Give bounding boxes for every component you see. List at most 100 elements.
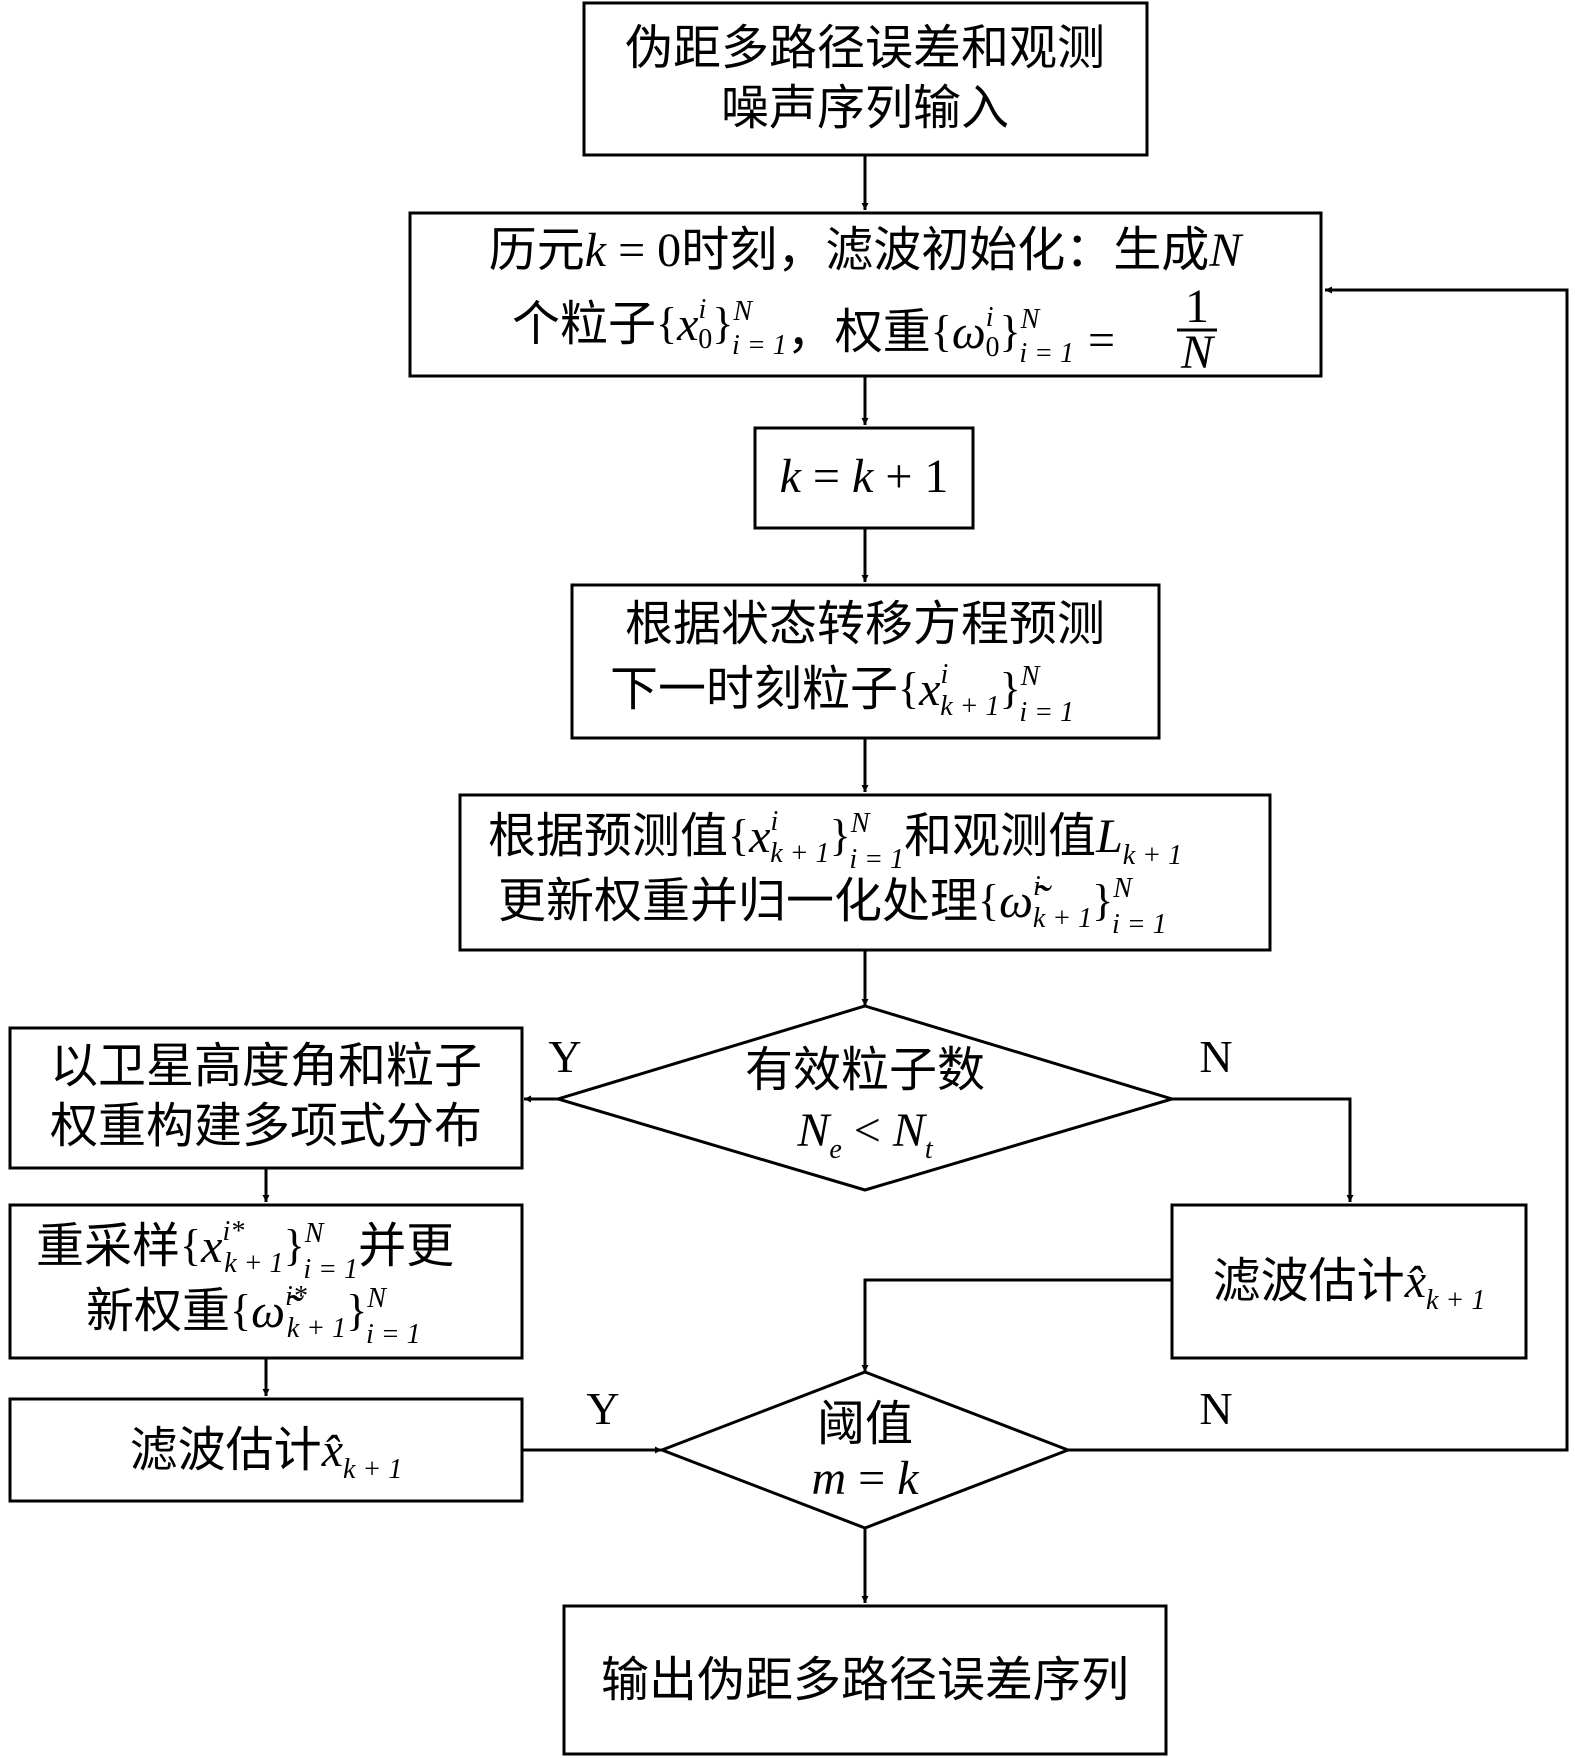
estimate-left-label: 滤波估计: [130, 1424, 322, 1477]
input-line-1: 伪距多路径误差和观测: [625, 22, 1105, 75]
init-line-1: 历元k = 0时刻，滤波初始化：生成N: [489, 224, 1244, 277]
update-text-predicted: 根据预测值: [488, 810, 728, 863]
decision1-line-2: Ne < Nt: [796, 1104, 934, 1165]
init-sup-N: N: [732, 296, 753, 327]
resample-text-and: 并更: [358, 1220, 454, 1273]
node-increment: k = k + 1: [753, 426, 975, 530]
multinomial-line-2: 权重构建多项式分布: [50, 1100, 482, 1153]
resample-text-new-weight: 新权重: [86, 1285, 230, 1338]
resample-omega-sup-istar: i*: [285, 1281, 307, 1312]
predict-sup-i: i: [940, 659, 948, 690]
resample-omega-sub-i1: i = 1: [366, 1319, 421, 1350]
input-line-2: 噪声序列输入: [721, 82, 1009, 135]
predict-sub-k1: k + 1: [940, 691, 999, 722]
node-output: 输出伪距多路径误差序列: [562, 1604, 1168, 1756]
multinomial-line-1: 以卫星高度角和粒子: [50, 1040, 482, 1093]
init-omega-sup-N: N: [1020, 304, 1041, 335]
decision1-sub-e: e: [829, 1134, 841, 1165]
update-sup-i: i: [770, 806, 778, 837]
node-decision2: 阈值 m = k: [657, 1370, 1073, 1530]
decision2-var-m: m: [811, 1452, 846, 1505]
update-omega-sup-i: i: [1033, 871, 1041, 902]
init-text-epoch: 历元: [489, 224, 585, 277]
update-L-sub: k + 1: [1123, 840, 1182, 871]
predict-var-x: x: [918, 663, 940, 716]
predict-text-next: 下一时刻粒子: [610, 663, 898, 716]
init-text-particles: 个粒子: [512, 298, 656, 351]
decision1-lt: <: [842, 1104, 893, 1157]
estimate-right-sub: k + 1: [1426, 1285, 1485, 1316]
update-text-normalize: 更新权重并归一化处理: [498, 875, 978, 928]
init-sub-0: 0: [698, 324, 712, 355]
resample-sub-i1: i = 1: [303, 1254, 358, 1285]
decision1-line-1: 有效粒子数: [745, 1044, 985, 1097]
node-multinomial: 以卫星高度角和粒子 权重构建多项式分布: [8, 1026, 524, 1170]
increment-eq: =: [801, 450, 852, 503]
label-decision2-no: N: [1199, 1383, 1232, 1434]
init-omega-sub-i1: i = 1: [1019, 338, 1074, 369]
decision2-var-k: k: [897, 1452, 920, 1505]
estimate-right-label: 滤波估计: [1213, 1255, 1405, 1308]
increment-plus-one: + 1: [873, 450, 948, 503]
init-text-weight: ，权重: [787, 306, 931, 359]
estimate-left-text: 滤波估计x̂k + 1: [130, 1424, 403, 1485]
edge-decision1-no-to-estimate-right: [1172, 1097, 1354, 1202]
predict-sup-N: N: [1020, 661, 1041, 692]
node-decision1: 有效粒子数 Ne < Nt: [552, 1004, 1178, 1192]
init-frac-den: N: [1180, 326, 1216, 379]
init-omega-sub-0: 0: [986, 332, 1000, 363]
estimate-right-var-xhat: x̂: [1404, 1255, 1426, 1308]
label-decision2-yes: Y: [586, 1383, 619, 1434]
init-text-initialize: 时刻，滤波初始化：生成: [681, 224, 1209, 277]
resample-omega-sup-N: N: [366, 1283, 387, 1314]
init-var-k: k: [585, 224, 608, 277]
label-decision1-yes: Y: [548, 1031, 581, 1082]
init-eq-zero: = 0: [606, 224, 681, 277]
update-var-x: x: [748, 810, 770, 863]
init-var-x: x: [676, 298, 698, 351]
resample-sup-istar: i*: [222, 1216, 244, 1247]
label-decision1-no: N: [1199, 1031, 1232, 1082]
increment-k-left: k: [780, 450, 803, 503]
decision1-sub-t: t: [925, 1134, 934, 1165]
update-omega-sub-i1: i = 1: [1112, 909, 1167, 940]
update-var-L: L: [1095, 810, 1123, 863]
output-text: 输出伪距多路径误差序列: [601, 1654, 1129, 1707]
update-text-observed: 和观测值: [904, 810, 1096, 863]
update-sub-k1: k + 1: [770, 838, 829, 869]
estimate-left-var-xhat: x̂: [321, 1424, 343, 1477]
increment-k-right: k: [852, 450, 875, 503]
node-estimate-right: 滤波估计x̂k + 1: [1170, 1203, 1528, 1360]
init-sub-i1: i = 1: [732, 330, 787, 361]
update-omega-sub: k + 1: [1033, 903, 1092, 934]
decision1-var-Nt: N: [892, 1104, 928, 1157]
edge-decision2-no-to-init: [1068, 286, 1569, 1452]
init-eq: =: [1088, 314, 1115, 367]
estimate-right-text: 滤波估计x̂k + 1: [1213, 1255, 1486, 1316]
edge-estimate-right-to-decision2: [861, 1278, 1172, 1372]
update-sub-i1: i = 1: [849, 844, 904, 875]
predict-sub-i1: i = 1: [1019, 697, 1074, 728]
decision2-line-1: 阈值: [817, 1398, 913, 1451]
resample-text-resample: 重采样: [36, 1220, 180, 1273]
init-sup-i: i: [698, 294, 706, 325]
node-input: 伪距多路径误差和观测 噪声序列输入: [582, 1, 1149, 157]
init-frac-num: 1: [1185, 280, 1209, 333]
init-var-N: N: [1208, 224, 1244, 277]
update-omega-sup-N: N: [1112, 873, 1133, 904]
predict-line-1: 根据状态转移方程预测: [625, 598, 1105, 651]
resample-sup-N: N: [304, 1218, 325, 1249]
decision1-var-N: N: [796, 1104, 832, 1157]
decision2-line-2: m = k: [811, 1452, 920, 1505]
